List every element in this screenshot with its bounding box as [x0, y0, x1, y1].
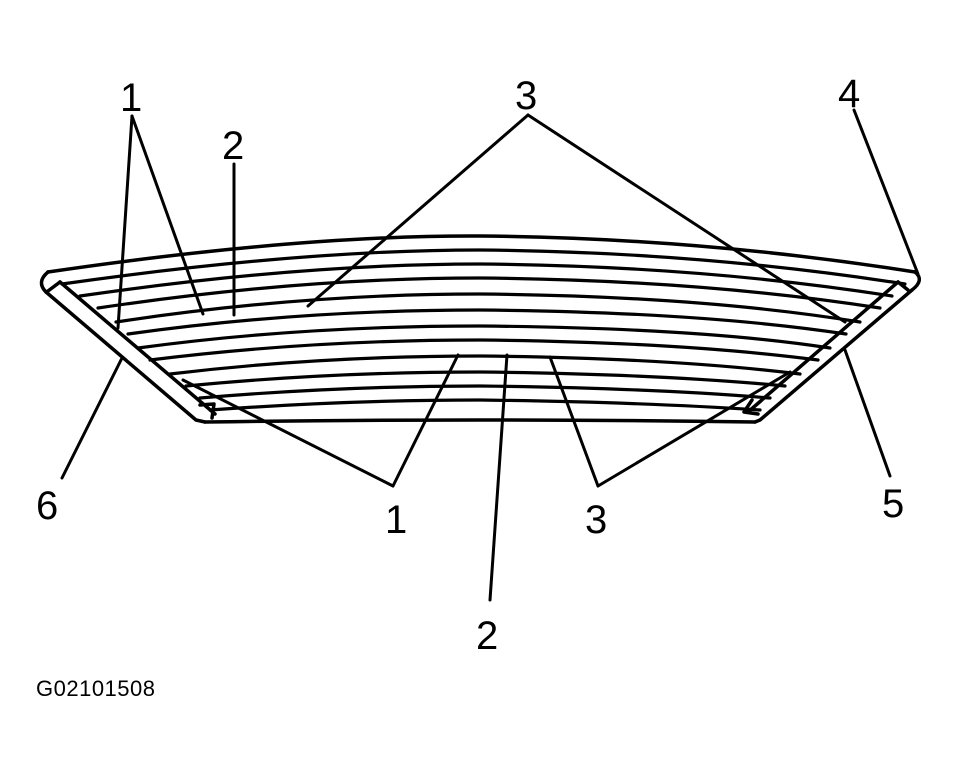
callout-3-bottom: 3 [585, 498, 608, 542]
figure-id: G02101508 [36, 676, 156, 701]
left-clip [44, 280, 217, 424]
callout-1-bottom: 1 [385, 498, 408, 542]
spring-outline-top [46, 234, 917, 274]
callout-4: 4 [838, 72, 861, 116]
callout-1-top-left: 1 [120, 76, 143, 120]
leader-lines [60, 108, 920, 602]
callout-2-top-left: 2 [222, 124, 245, 168]
callout-2-bottom: 2 [476, 614, 499, 658]
callout-3-top: 3 [515, 74, 538, 118]
right-clip [742, 280, 914, 424]
callout-6: 6 [36, 484, 59, 528]
spring-leaves [60, 248, 907, 424]
callout-5: 5 [882, 482, 905, 526]
